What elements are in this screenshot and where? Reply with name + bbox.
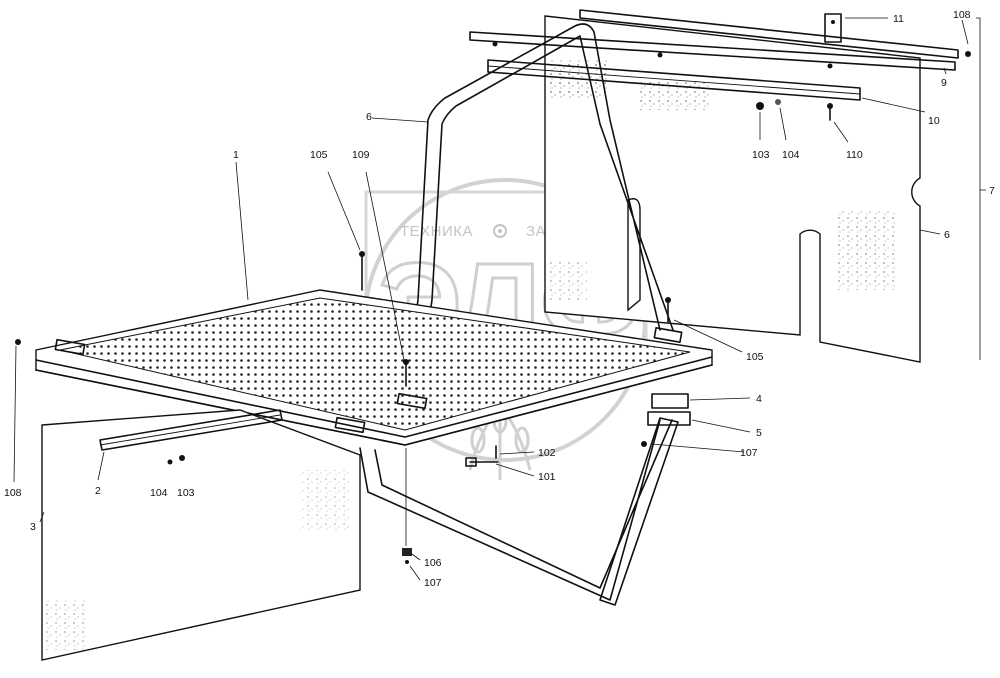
callout-102: 102 [538,447,556,459]
lower-rail-2 [99,409,283,451]
side-panel [41,409,361,661]
rail-10 [487,59,861,101]
screw-108b [965,51,971,57]
callout-4: 4 [756,393,762,405]
callout-105b: 105 [746,351,764,363]
callout-110: 110 [846,149,863,161]
callout-10: 10 [928,115,940,127]
rail-9 [469,31,956,71]
block-4 [651,393,689,409]
callout-105a: 105 [310,149,328,161]
washer-104 [775,99,781,105]
bracket-5 [647,411,691,426]
callout-108a: 108 [4,487,22,499]
handrail-6 [401,23,674,409]
callout-103b: 103 [177,487,195,499]
callout-107a: 107 [424,577,442,589]
callout-labels: 1 2 3 4 5 6 6 7 9 10 11 101 102 103 103 … [4,9,995,589]
callout-107b: 107 [740,447,758,459]
callout-1: 1 [233,149,239,161]
upper-rail-11 [579,9,959,59]
leader-lines [13,17,986,581]
callout-11: 11 [893,13,904,25]
callout-6b: 6 [944,229,950,241]
nut-5 [641,441,647,447]
callout-7: 7 [989,185,995,197]
platform-grating [35,289,713,446]
nut-103b [179,455,185,461]
callout-104b: 104 [150,487,168,499]
brace-107 [599,417,679,606]
callout-104a: 104 [782,149,800,161]
support-frame [359,419,673,601]
side-bracket [627,198,641,312]
callout-3: 3 [30,521,36,533]
washer-104b [167,459,173,465]
callout-106: 106 [424,557,442,569]
callout-103a: 103 [752,149,770,161]
callout-101: 101 [538,471,556,483]
fasteners [15,51,971,564]
callout-9: 9 [941,77,947,89]
callout-108b: 108 [953,9,971,21]
nut-103 [756,102,764,110]
callout-5: 5 [756,427,762,439]
callout-109: 109 [352,149,370,161]
screw-108a [15,339,21,345]
callout-6a: 6 [366,111,372,123]
callout-2: 2 [95,485,101,497]
gear-icon [493,224,507,238]
nut-106 [402,548,412,556]
